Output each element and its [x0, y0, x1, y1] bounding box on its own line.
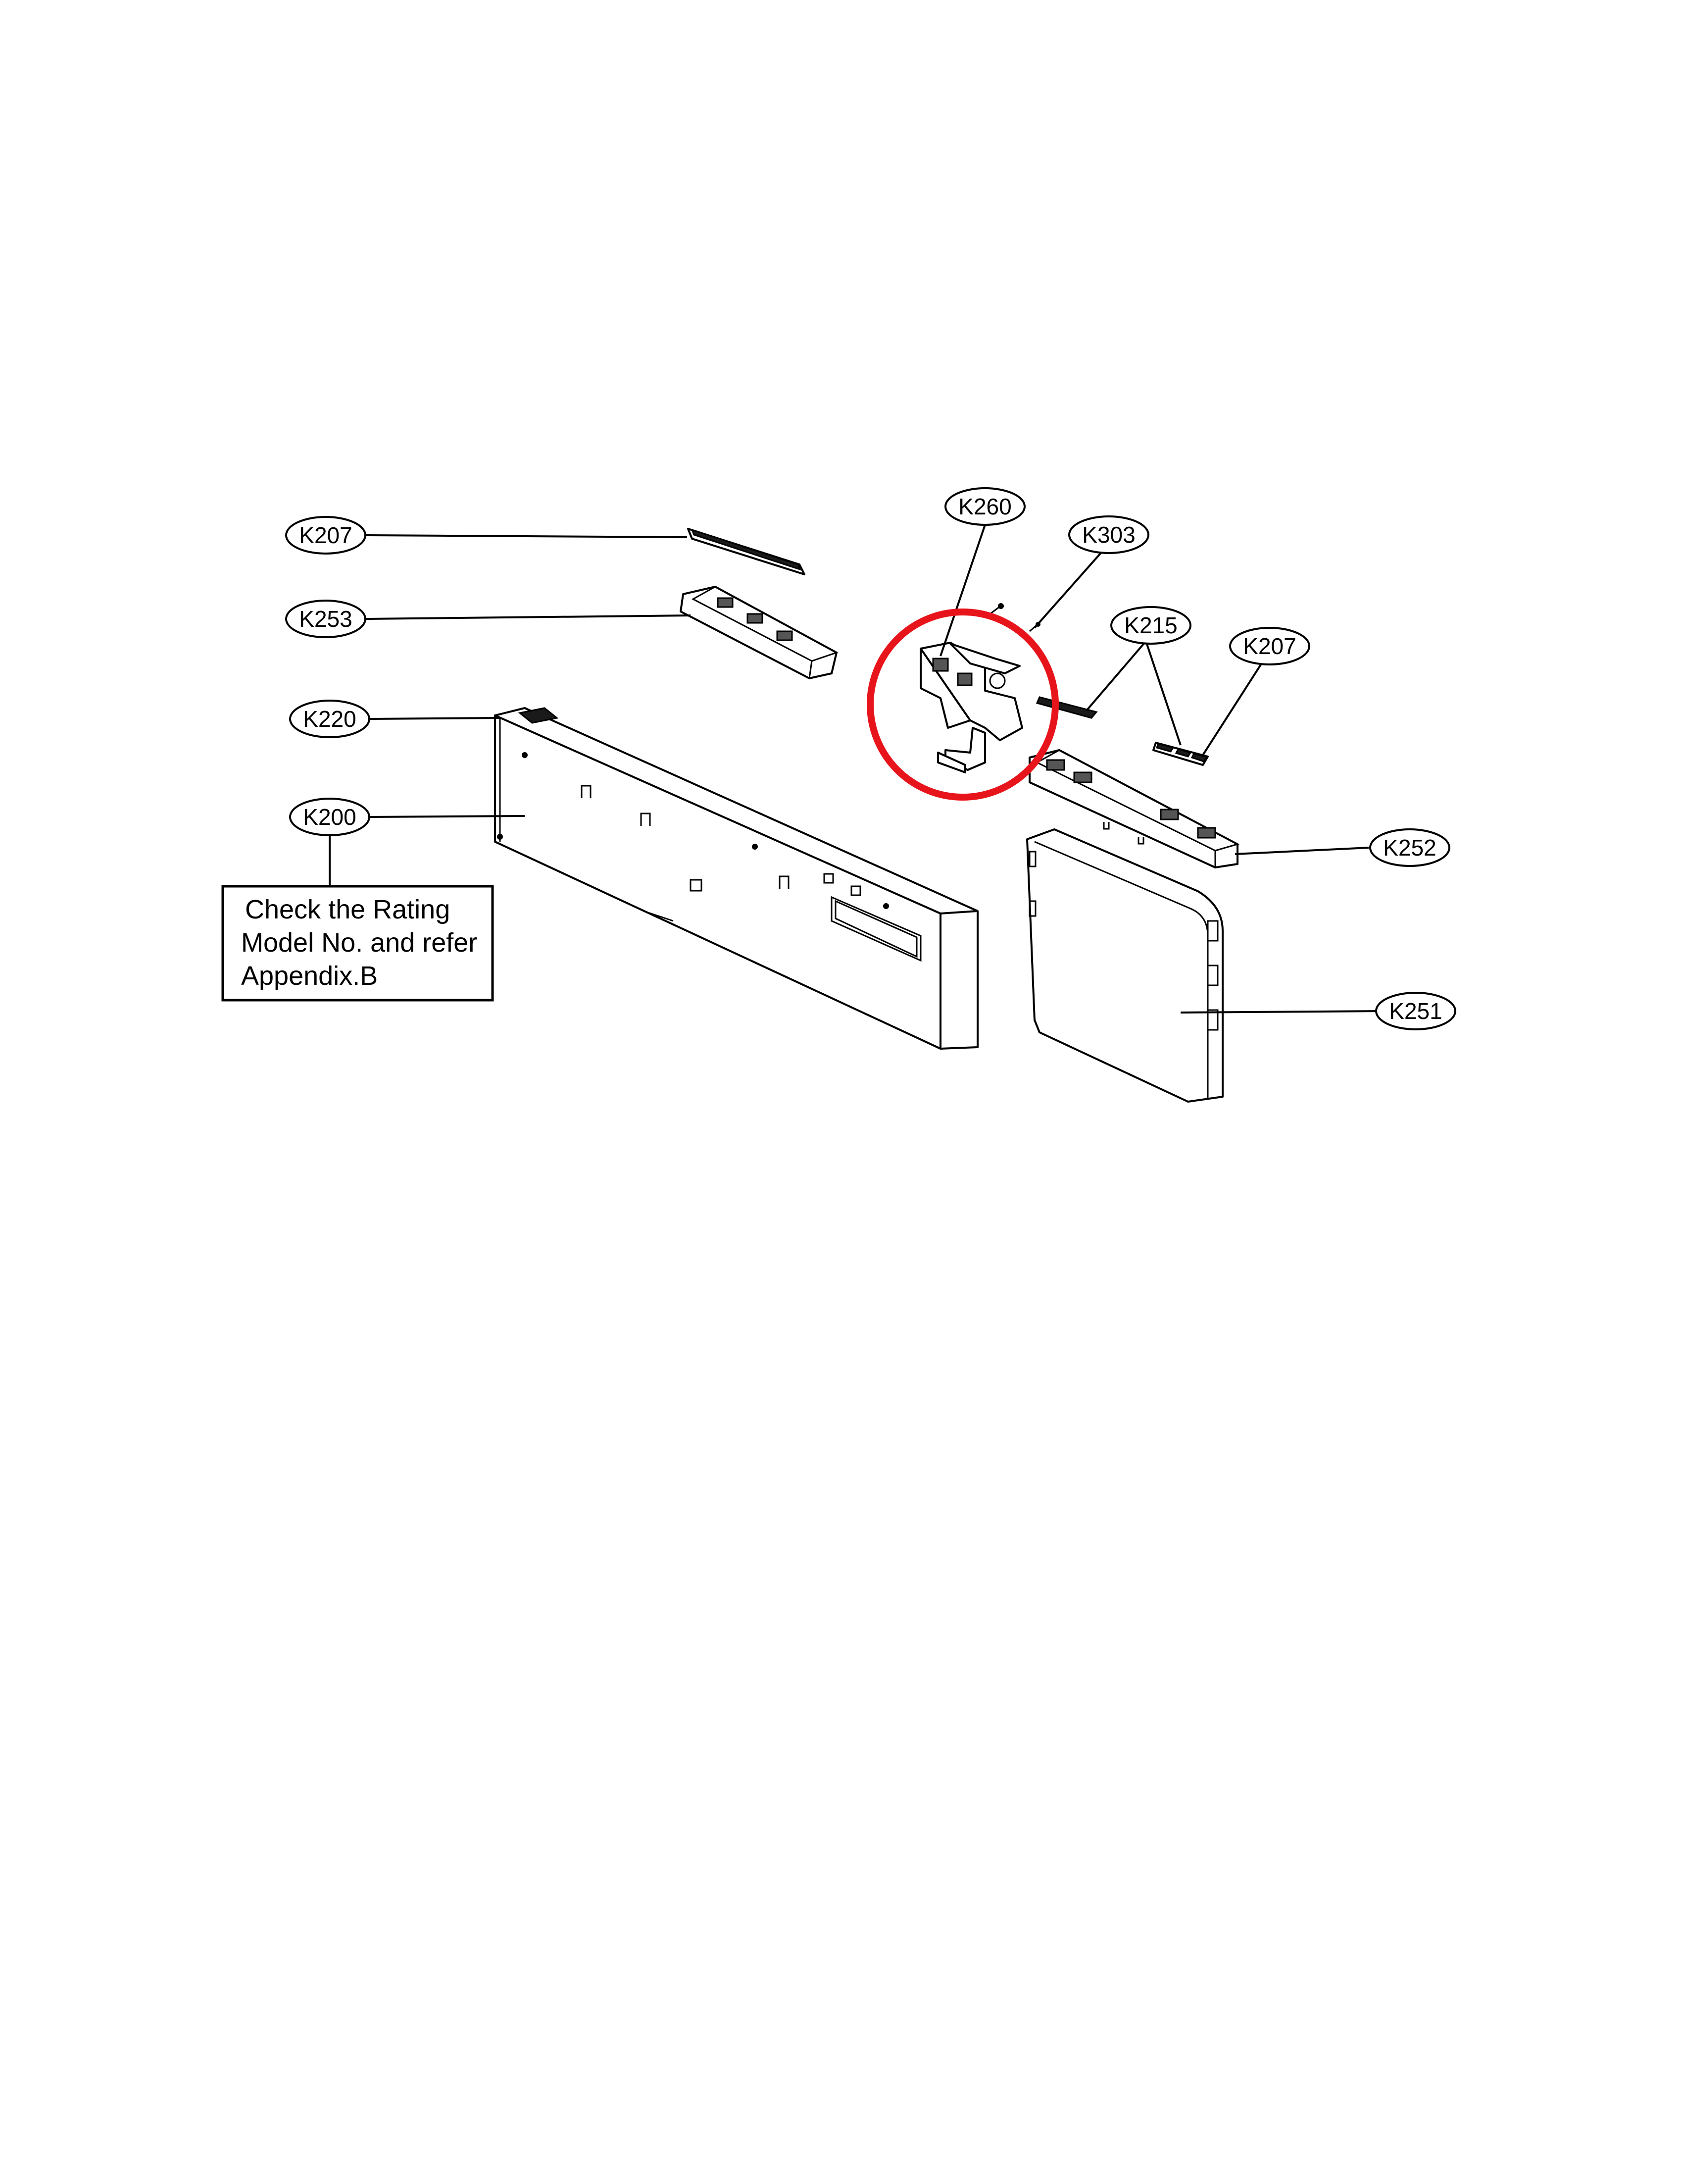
svg-text:K303: K303 [1082, 522, 1135, 548]
note-line-2: Model No. and refer [241, 928, 477, 958]
callout-k252: K252 [1369, 828, 1450, 867]
note-line-3: Appendix.B [241, 961, 378, 991]
part-k251-cover [1026, 828, 1224, 1103]
svg-text:K207: K207 [299, 522, 352, 548]
callout-k207-left: K207 [285, 516, 366, 555]
part-k220-control-panel [494, 707, 979, 1050]
callout-k220: K220 [289, 700, 370, 738]
svg-text:K253: K253 [299, 606, 352, 632]
callout-k253: K253 [285, 600, 366, 638]
highlight-circle-k260 [867, 609, 1059, 801]
svg-text:K251: K251 [1389, 998, 1442, 1024]
part-k252-button-holder [1029, 749, 1239, 868]
callout-k215: K215 [1110, 606, 1191, 645]
part-k260-door-lock [920, 603, 1040, 773]
callout-k303: K303 [1068, 515, 1149, 554]
callout-k200: K200 [289, 798, 370, 836]
callout-k251: K251 [1375, 992, 1456, 1030]
svg-text:K260: K260 [958, 494, 1011, 519]
rating-note-box: Check the Rating Model No. and refer App… [221, 885, 494, 1002]
part-k207-right-keypad-strip [1152, 742, 1209, 766]
part-k215-keypad-strip [1036, 696, 1098, 719]
svg-text:K215: K215 [1124, 612, 1177, 638]
svg-text:K252: K252 [1383, 835, 1436, 861]
svg-text:K207: K207 [1243, 633, 1296, 659]
callout-k260: K260 [944, 487, 1026, 526]
svg-text:K220: K220 [303, 706, 356, 732]
part-k207-left-keypad-strip [687, 528, 805, 575]
callout-k207-right: K207 [1229, 627, 1310, 665]
svg-text:K200: K200 [303, 804, 356, 830]
note-line-1: Check the Rating [245, 895, 450, 924]
part-k253-button-holder [680, 586, 839, 679]
leader-lines [329, 524, 1386, 1014]
